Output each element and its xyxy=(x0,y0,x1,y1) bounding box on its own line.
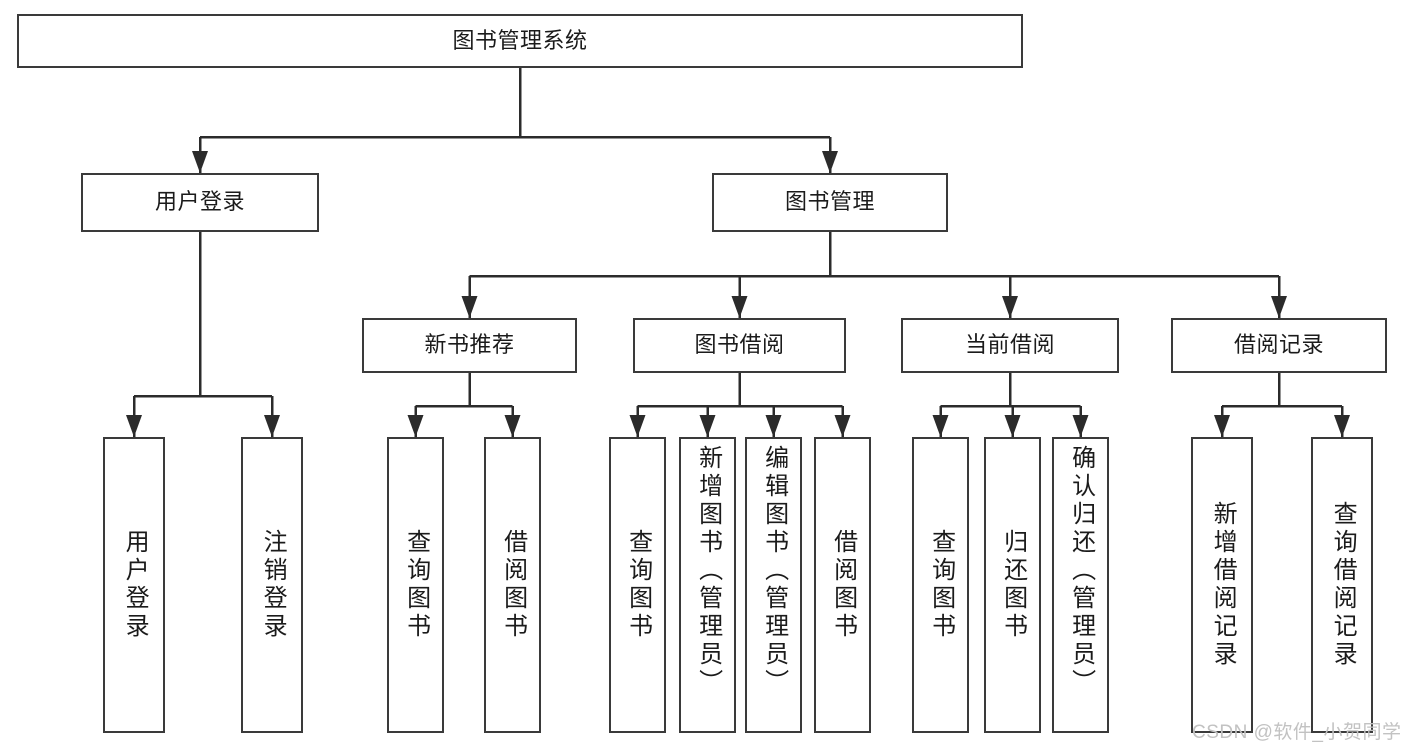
node-current-borrow[interactable]: 当前借阅 xyxy=(901,318,1119,373)
connector-arrowhead xyxy=(192,151,208,173)
connector-arrowhead xyxy=(932,415,949,437)
node-label-leaf-query-book-2: 查询图书 xyxy=(624,529,652,641)
node-leaf-query-book-3[interactable]: 查询图书 xyxy=(912,437,969,733)
connector-arrowhead xyxy=(1072,415,1089,437)
node-label-leaf-edit-book: 编辑图书（管理员） xyxy=(760,445,788,697)
node-leaf-edit-book[interactable]: 编辑图书（管理员） xyxy=(745,437,802,733)
node-label-leaf-borrow-book-2: 借阅图书 xyxy=(829,529,857,641)
node-label-leaf-user-logout: 注销登录 xyxy=(259,529,287,641)
node-label-book-borrow: 图书借阅 xyxy=(694,332,785,358)
node-label-root: 图书管理系统 xyxy=(452,27,588,53)
node-leaf-user-logout[interactable]: 注销登录 xyxy=(241,437,303,733)
connector-arrowhead xyxy=(1002,296,1018,318)
node-leaf-query-book-1[interactable]: 查询图书 xyxy=(387,437,444,733)
connector-arrowhead xyxy=(1004,415,1021,437)
connector-arrowhead xyxy=(407,415,424,437)
node-label-new-book-recommend: 新书推荐 xyxy=(424,332,515,358)
node-label-leaf-query-book-3: 查询图书 xyxy=(927,529,955,641)
node-label-current-borrow: 当前借阅 xyxy=(964,332,1055,358)
node-label-user-login: 用户登录 xyxy=(154,189,245,215)
node-leaf-borrow-book-1[interactable]: 借阅图书 xyxy=(484,437,541,733)
node-label-leaf-query-record: 查询借阅记录 xyxy=(1329,501,1357,669)
node-label-leaf-confirm-return: 确认归还（管理员） xyxy=(1067,445,1095,697)
connector-arrowhead xyxy=(1271,296,1287,318)
node-leaf-add-book[interactable]: 新增图书（管理员） xyxy=(679,437,736,733)
watermark: CSDN @软件_小贺同学 xyxy=(1192,722,1402,743)
connector-arrowhead xyxy=(264,415,280,437)
node-label-leaf-add-book: 新增图书（管理员） xyxy=(694,445,722,697)
connector-arrowhead xyxy=(699,415,716,437)
node-label-borrow-record: 借阅记录 xyxy=(1233,332,1324,358)
node-new-book-recommend[interactable]: 新书推荐 xyxy=(362,318,577,373)
node-root[interactable]: 图书管理系统 xyxy=(17,14,1023,68)
node-borrow-record[interactable]: 借阅记录 xyxy=(1171,318,1387,373)
connector-arrowhead xyxy=(834,415,851,437)
node-label-leaf-return-book: 归还图书 xyxy=(999,529,1027,641)
node-label-leaf-query-book-1: 查询图书 xyxy=(402,529,430,641)
node-book-borrow[interactable]: 图书借阅 xyxy=(633,318,846,373)
node-leaf-borrow-book-2[interactable]: 借阅图书 xyxy=(814,437,871,733)
connector-arrowhead xyxy=(461,296,478,318)
node-leaf-query-record[interactable]: 查询借阅记录 xyxy=(1311,437,1373,733)
connector-arrowhead xyxy=(629,415,646,437)
node-user-login[interactable]: 用户登录 xyxy=(81,173,319,232)
node-label-leaf-borrow-book-1: 借阅图书 xyxy=(499,529,527,641)
node-leaf-return-book[interactable]: 归还图书 xyxy=(984,437,1041,733)
connector-arrowhead xyxy=(504,415,521,437)
node-book-manage[interactable]: 图书管理 xyxy=(712,173,948,232)
connector-arrowhead xyxy=(126,415,142,437)
connector-arrowhead xyxy=(765,415,782,437)
node-label-leaf-add-record: 新增借阅记录 xyxy=(1209,501,1237,669)
node-leaf-query-book-2[interactable]: 查询图书 xyxy=(609,437,666,733)
node-label-leaf-user-login: 用户登录 xyxy=(121,529,149,641)
connector-arrowhead xyxy=(1334,415,1350,437)
node-leaf-user-login[interactable]: 用户登录 xyxy=(103,437,165,733)
node-label-book-manage: 图书管理 xyxy=(784,189,875,215)
connector-arrowhead xyxy=(1214,415,1230,437)
connector-arrowhead xyxy=(822,151,838,173)
connector-arrowhead xyxy=(731,296,748,318)
node-leaf-confirm-return[interactable]: 确认归还（管理员） xyxy=(1052,437,1109,733)
node-leaf-add-record[interactable]: 新增借阅记录 xyxy=(1191,437,1253,733)
